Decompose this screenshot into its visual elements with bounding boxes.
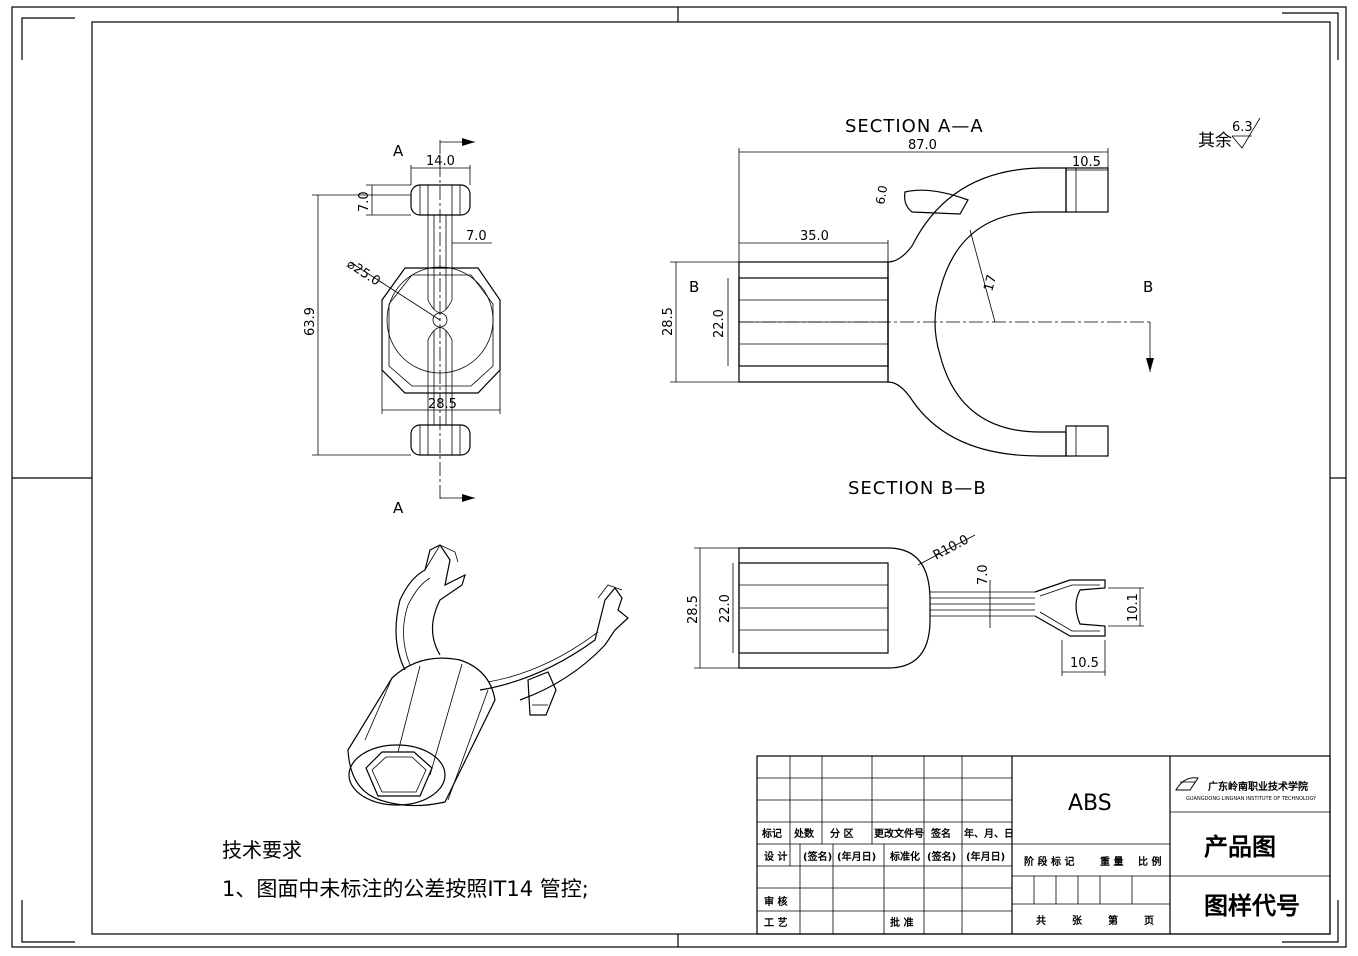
dim-bb-inner-height: 22.0: [718, 594, 733, 623]
tb-approve: 批 准: [890, 916, 913, 929]
tb-change-doc: 更改文件号: [874, 827, 924, 840]
material: ABS: [1068, 791, 1112, 816]
dim-front-total-height: 63.9: [303, 307, 318, 336]
tb-process: 工 艺: [764, 916, 787, 929]
isometric-view: [347, 544, 629, 807]
dim-bb-fork-width: 10.1: [1126, 593, 1141, 622]
tb-design-date: (年月日): [837, 850, 876, 863]
dim-bb-outer-height: 28.5: [686, 595, 701, 624]
dim-bb-web: 7.0: [976, 564, 991, 585]
dim-bb-radius: R10.0: [931, 532, 972, 563]
tb-mark: 标记: [761, 827, 782, 840]
dim-aa-tip: 10.5: [1072, 155, 1101, 170]
notes-item-1: 1、图面中未标注的公差按照IT14 管控;: [222, 877, 589, 901]
dim-front-width: 28.5: [428, 397, 457, 412]
centering-marks: [12, 7, 1346, 947]
tb-sign: 签名: [930, 827, 951, 840]
tb-review: 审 核: [764, 895, 787, 908]
dim-front-web: 7.0: [466, 229, 487, 244]
dim-aa-outer-height: 28.5: [661, 307, 676, 336]
view-mark-b-right: B: [1143, 278, 1153, 296]
view-mark-a-top: A: [393, 142, 404, 160]
dim-front-diameter: ⌀25.0: [344, 257, 383, 290]
view-mark-a-bottom: A: [393, 499, 404, 517]
tb-standard: 标准化: [889, 850, 920, 863]
dim-aa-total-length: 87.0: [908, 138, 937, 153]
top-grip: [410, 184, 471, 216]
drawing-code: 图样代号: [1204, 892, 1300, 920]
front-view: [312, 138, 501, 502]
roughness-label: 其余: [1198, 131, 1232, 151]
bb-body: [738, 547, 931, 669]
tb-number: 第: [1108, 914, 1118, 927]
title-block: ABS 广东岭南职业技术学院 GUANGDONG LINGNAN INSTITU…: [756, 755, 1331, 935]
tb-design-sign: (签名): [803, 850, 832, 863]
tb-date: 年、月、日: [964, 827, 1014, 840]
tb-standard-sign: (签名): [927, 850, 956, 863]
dim-bb-fork-length: 10.5: [1070, 656, 1099, 671]
tb-standard-date: (年月日): [966, 850, 1005, 863]
roughness-value: 6.3: [1232, 120, 1253, 135]
hex-body-outline: [381, 267, 501, 394]
tb-zone: 分 区: [830, 827, 853, 840]
notes-title: 技术要求: [222, 838, 302, 862]
tb-count: 处数: [793, 827, 815, 840]
section-bb-view: [694, 534, 1144, 676]
aa-fork: [887, 167, 1067, 457]
section-aa-view: [670, 148, 1154, 457]
school-name: 广东岭南职业技术学院: [1208, 780, 1308, 793]
section-bb-title: SECTION B—B: [848, 478, 987, 499]
dim-aa-inner-height: 22.0: [712, 309, 727, 338]
view-mark-b-left: B: [689, 278, 699, 296]
outer-border: [11, 6, 1347, 948]
section-aa-title: SECTION A—A: [845, 116, 984, 137]
school-logo: 广东岭南职业技术学院 GUANGDONG LINGNAN INSTITUTE O…: [1175, 777, 1317, 802]
dim-aa-body-length: 35.0: [800, 229, 829, 244]
bottom-grip: [410, 424, 471, 456]
inner-border: [91, 21, 1331, 935]
dim-front-top-width: 14.0: [426, 154, 455, 169]
iso-hex-tube: [347, 657, 496, 807]
tb-page: 页: [1144, 915, 1154, 927]
tb-weight: 重 量: [1100, 855, 1123, 868]
dim-aa-radius: 17: [981, 273, 1000, 293]
school-name-en: GUANGDONG LINGNAN INSTITUTE OF TECHNOLOG…: [1186, 796, 1317, 802]
dim-front-top-height: 7.0: [357, 191, 372, 212]
roughness-symbol: 其余 6.3: [1198, 117, 1261, 151]
drawing-name: 产品图: [1204, 833, 1276, 861]
tb-total: 共: [1036, 914, 1046, 927]
tb-sheet: 张: [1072, 914, 1083, 927]
dim-aa-tip-thickness: 6.0: [873, 184, 890, 205]
tb-stage-mark: 阶 段 标 记: [1024, 855, 1074, 868]
tb-scale: 比 例: [1138, 855, 1161, 868]
tb-design: 设 计: [764, 850, 787, 863]
